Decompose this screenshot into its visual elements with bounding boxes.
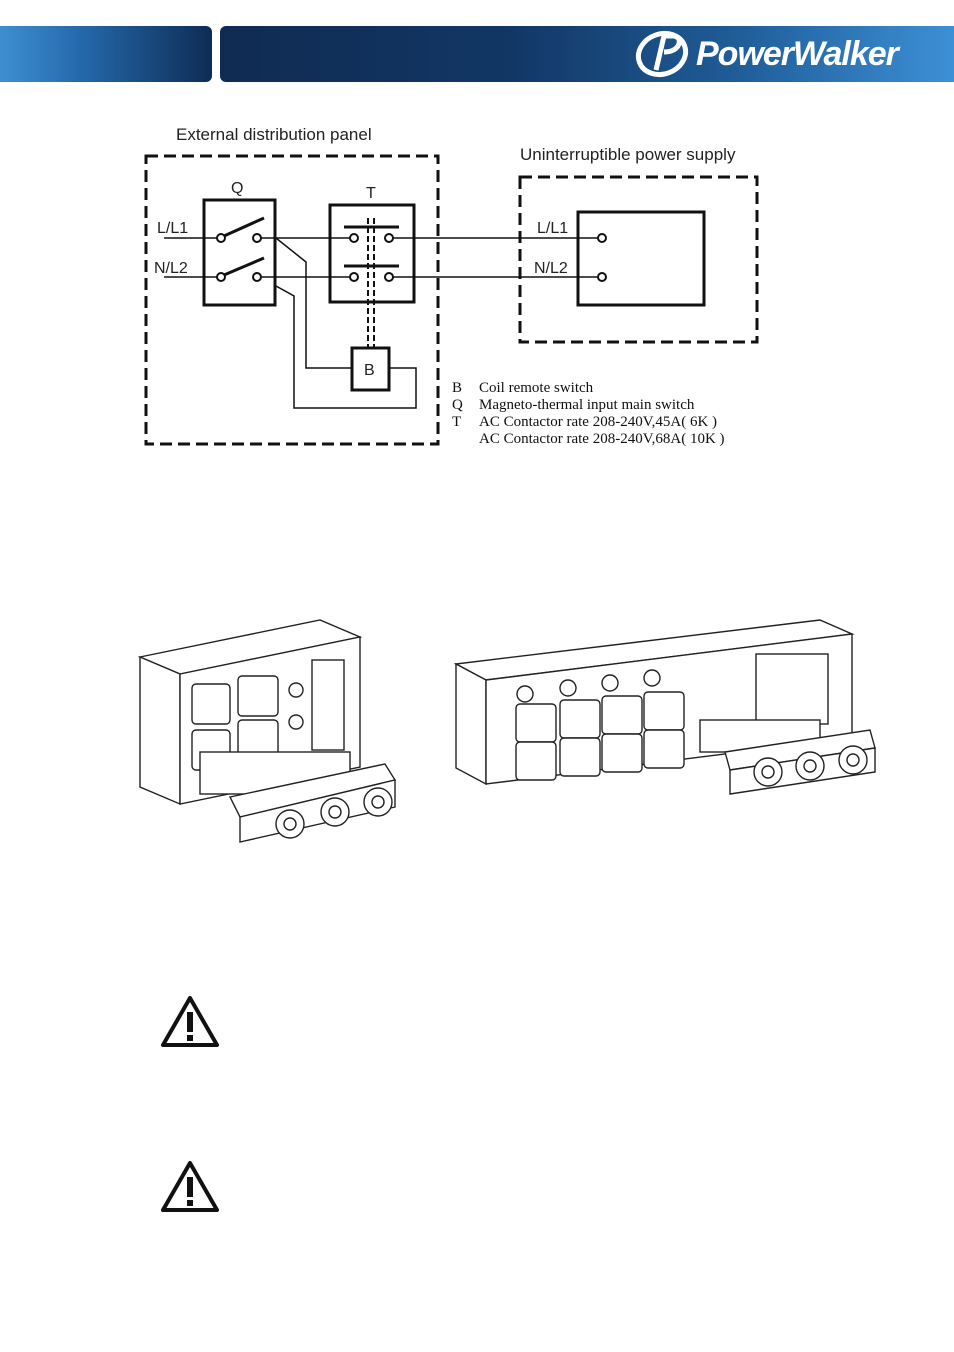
distribution-panel-frame: [144, 154, 440, 446]
t-label: T: [366, 185, 376, 202]
switch-q-box: [202, 198, 277, 307]
warning-triangle-icon: [161, 1161, 219, 1212]
device-illustration-large: [453, 619, 876, 795]
ups-box: [576, 210, 706, 307]
q-label: Q: [231, 180, 243, 197]
b-label: B: [364, 362, 375, 379]
warning-triangle-icon: [161, 996, 219, 1047]
line1-label: L/L1: [157, 220, 188, 237]
device-illustration-small: [137, 619, 397, 843]
contactor-t-box: [328, 203, 416, 304]
brand-logo: PowerWalker: [634, 30, 899, 78]
ups-frame: [518, 175, 759, 344]
ups-title: Uninterruptible power supply: [520, 145, 736, 164]
panel-title: External distribution panel: [176, 125, 372, 144]
line2-label: N/L2: [154, 260, 188, 277]
ups-line1-label: L/L1: [537, 220, 568, 237]
wiring-diagram: Q T B L/L1 N/L2 L/L1 N/L2: [144, 154, 759, 446]
header-bar-right: [220, 26, 954, 82]
ups-line2-label: N/L2: [534, 260, 568, 277]
logo-text: PowerWalker: [696, 34, 899, 73]
legend-row: AC Contactor rate 208-240V,68A( 10K ): [479, 431, 725, 447]
powerwalker-logo-icon: [635, 30, 689, 78]
header-bar-left: [0, 26, 212, 82]
coil-b-box: [350, 346, 391, 392]
